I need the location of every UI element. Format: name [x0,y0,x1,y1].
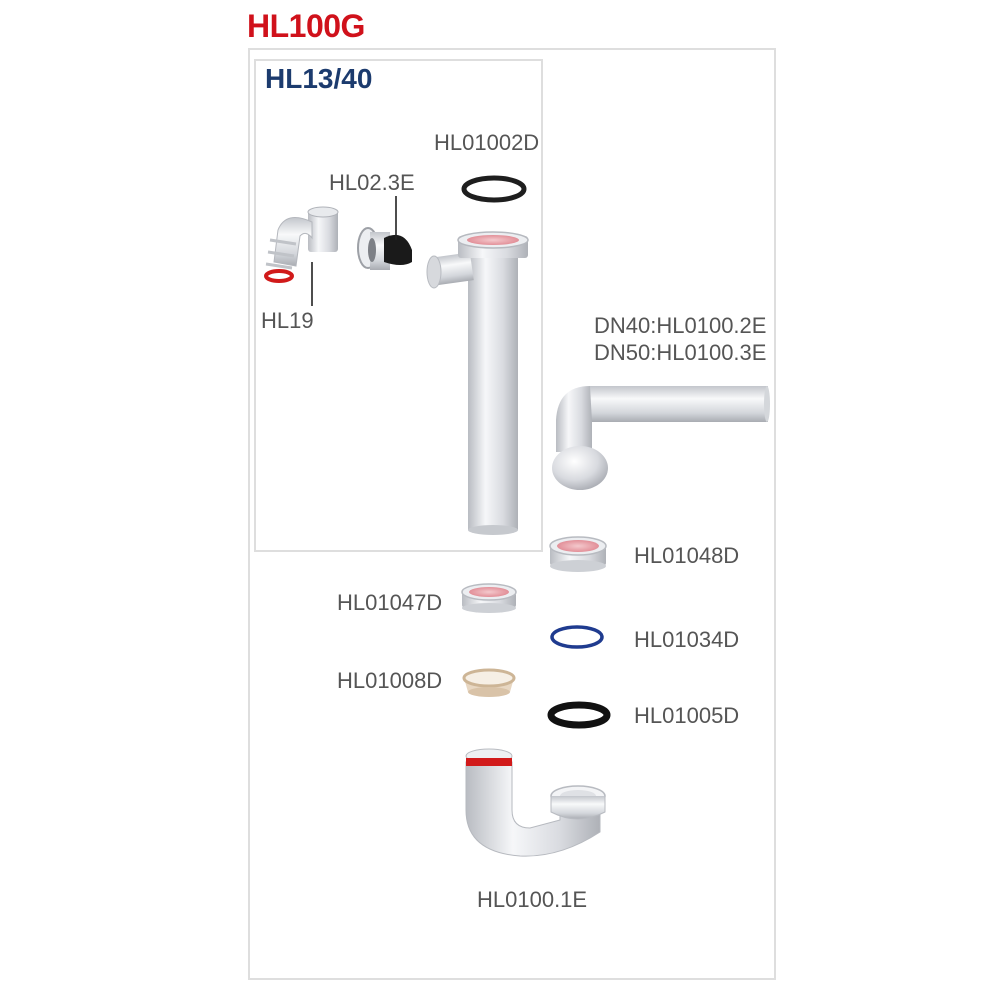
part-label-dn50: DN50:HL0100.3E [594,340,767,365]
part-label-hl02-3e: HL02.3E [329,170,415,195]
part-label-dn40: DN40:HL0100.2E [594,313,767,338]
part-label-hl01008d: HL01008D [337,668,443,693]
part-label-hl01034d: HL01034D [634,627,740,652]
part-label-hl01005d: HL01005D [634,703,740,728]
subassembly-title: HL13/40 [265,63,373,94]
o-ring-hl01034d [550,625,604,649]
part-label-hl01002d: HL01002D [434,130,540,155]
nut-hl01047d [461,583,517,613]
check-valve-hl02-3e [357,227,412,270]
hose-elbow-hl19 [264,206,339,283]
part-label-hl19: HL19 [261,308,314,333]
outer-frame [248,48,776,980]
product-title: HL100G [247,8,365,44]
ring-hl01005d [547,701,611,729]
u-bend-hl0100-1e [465,748,606,857]
washer-hl01002d [461,175,527,203]
part-label-hl01048d: HL01048D [634,543,740,568]
tee-pipe [426,231,529,535]
nut-hl01048d [549,536,607,572]
subassembly-frame [254,59,543,552]
bent-pipe-hl0100-2e [552,386,770,490]
part-label-hl0100-1e: HL0100.1E [477,887,588,912]
part-label-hl01047d: HL01047D [337,590,443,615]
cone-washer-hl01008d [462,668,516,697]
